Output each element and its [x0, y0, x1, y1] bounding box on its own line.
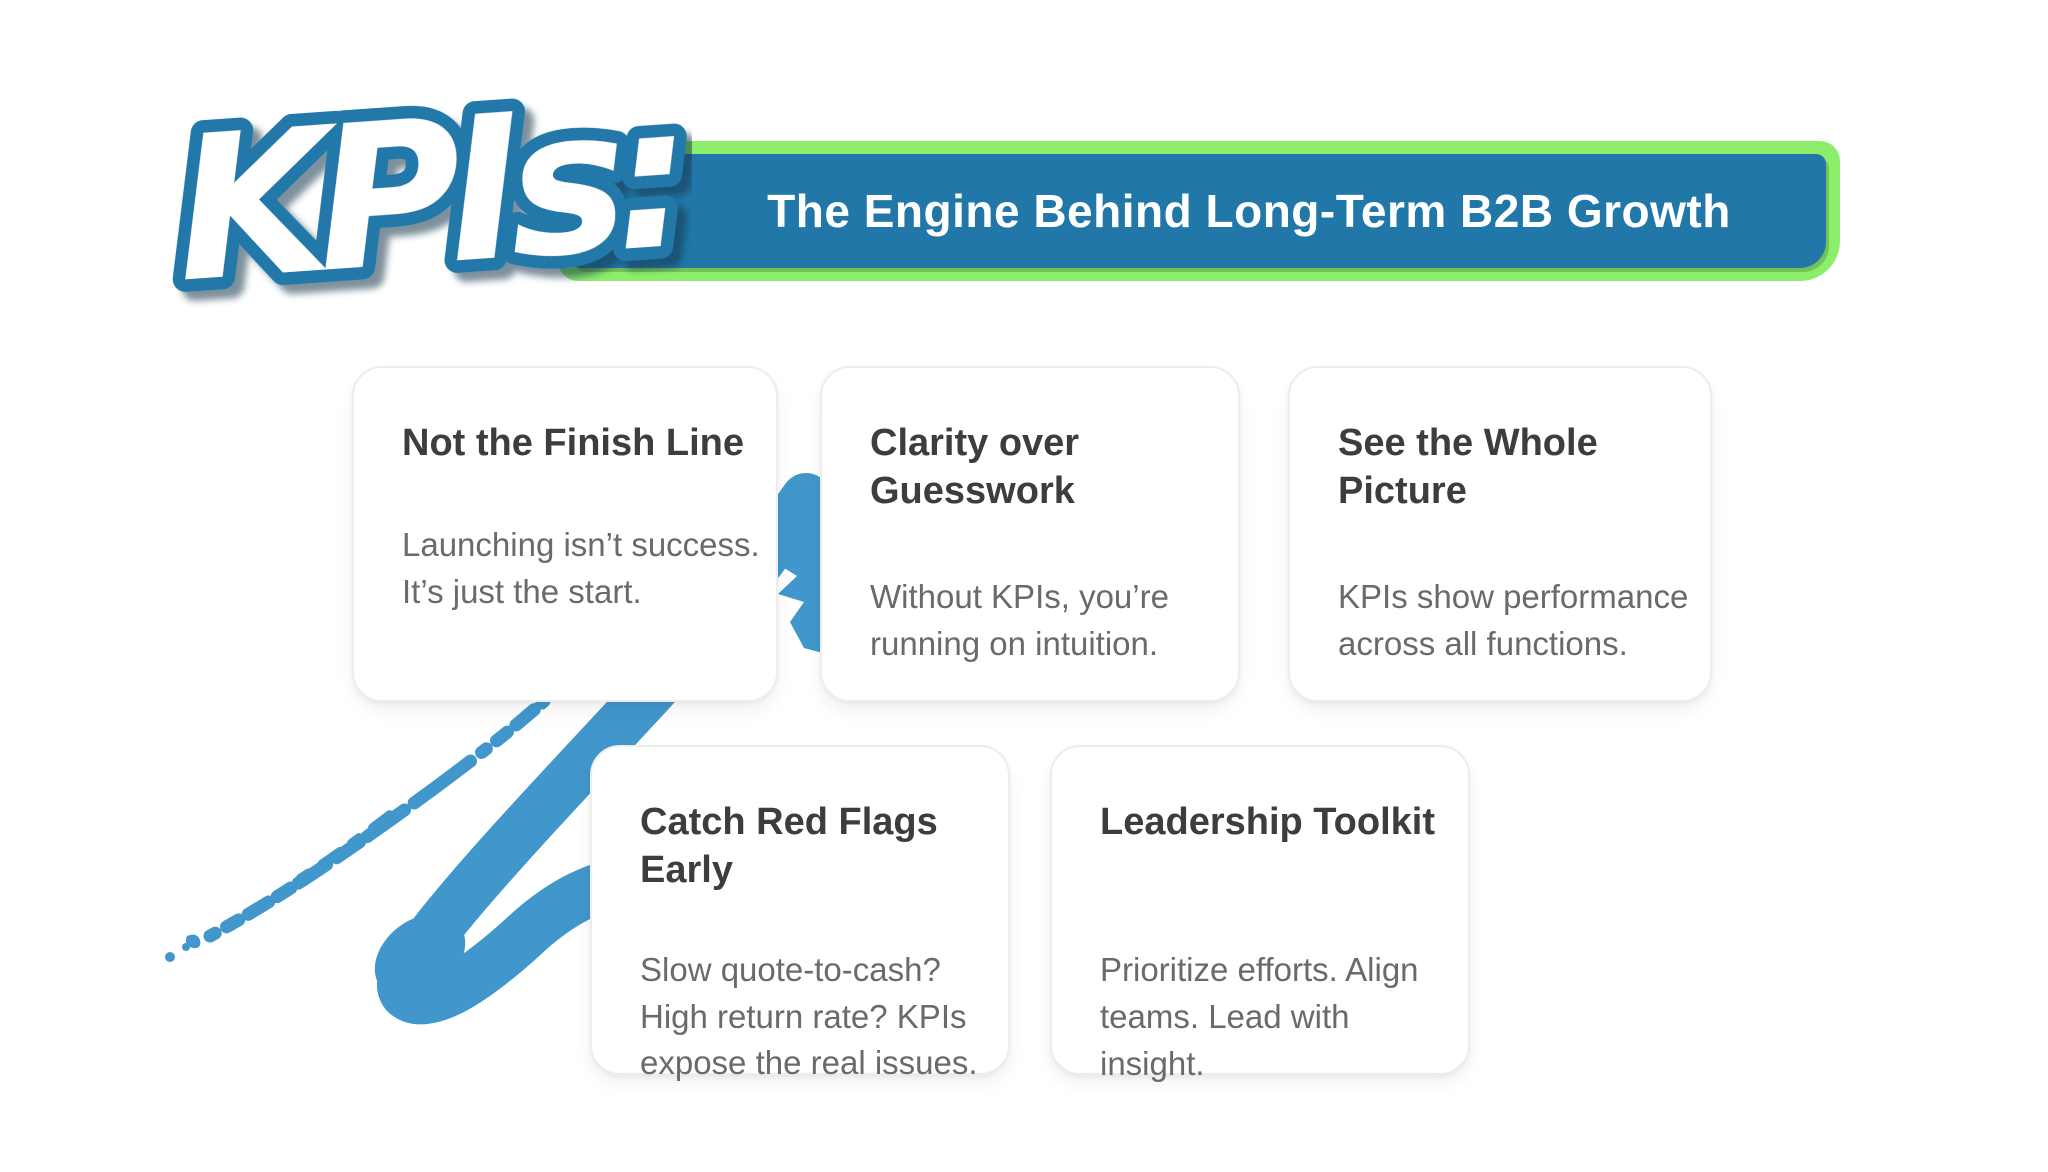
card-body: KPIs show performance across all functio…: [1338, 577, 1689, 662]
card-title: Leadership Toolkit: [1100, 801, 1436, 843]
card-not-the-finish-line: Not the Finish Line Launching isn’t succ…: [352, 366, 778, 702]
kpis-logo-text: KPIs:: [168, 72, 686, 324]
card-clarity-over-guesswork: Clarity over Guesswork Without KPIs, you…: [820, 366, 1240, 702]
card-title: See the Whole Picture: [1338, 422, 1598, 512]
card-body: Without KPIs, you’re running on intuitio…: [870, 577, 1169, 662]
card-catch-red-flags-early: Catch Red Flags Early Slow quote-to-cash…: [590, 745, 1010, 1081]
card-body: Prioritize efforts. Align teams. Lead wi…: [1100, 950, 1419, 1082]
card-title: Clarity over Guesswork: [870, 422, 1080, 512]
card-body: Slow quote-to-cash? High return rate? KP…: [640, 950, 978, 1082]
card-title: Not the Finish Line: [402, 422, 744, 464]
banner-title: The Engine Behind Long-Term B2B Growth: [767, 185, 1731, 237]
card-body: Launching isn’t success. It’s just the s…: [402, 525, 760, 610]
kpis-logo: KPIs:: [168, 72, 692, 324]
title-banner: The Engine Behind Long-Term B2B Growth: [558, 141, 1840, 281]
title-banner-inner: The Engine Behind Long-Term B2B Growth: [572, 154, 1826, 268]
card-leadership-toolkit: Leadership Toolkit Prioritize efforts. A…: [1050, 745, 1470, 1082]
card-title: Catch Red Flags Early: [640, 801, 938, 891]
card-see-the-whole-picture: See the Whole Picture KPIs show performa…: [1288, 366, 1712, 702]
